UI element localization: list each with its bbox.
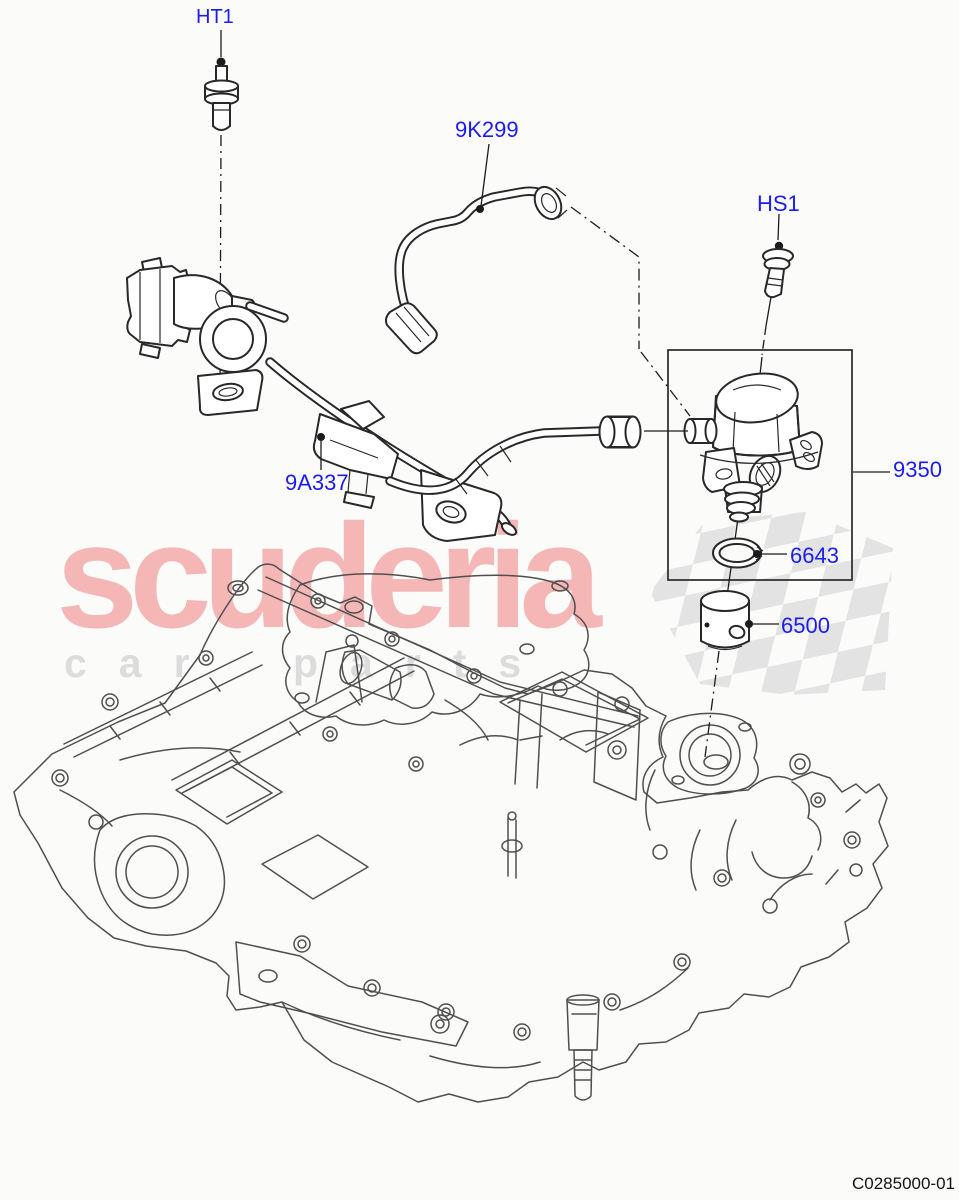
bolt-drawing bbox=[762, 241, 794, 299]
fuel-rail-drawing bbox=[126, 257, 642, 542]
label-ht1[interactable]: HT1 bbox=[196, 6, 234, 28]
label-6500[interactable]: 6500 bbox=[781, 613, 830, 638]
drawing-code: C0285000-01 bbox=[851, 1174, 955, 1193]
leader-lines-front bbox=[317, 143, 890, 628]
pump-drawing bbox=[683, 372, 823, 523]
stud-drawing bbox=[204, 57, 239, 131]
fuel-pipe-drawing bbox=[385, 185, 568, 355]
spacer-drawing bbox=[700, 590, 750, 651]
seal-drawing bbox=[712, 537, 764, 569]
label-hs1[interactable]: HS1 bbox=[757, 191, 800, 216]
engine-block-drawing bbox=[13, 563, 889, 1103]
watermark-subtitle: car parts bbox=[64, 640, 554, 686]
label-9350[interactable]: 9350 bbox=[893, 457, 942, 482]
label-6643[interactable]: 6643 bbox=[790, 543, 839, 568]
label-9k299[interactable]: 9K299 bbox=[455, 117, 519, 142]
watermark-checker-flag bbox=[650, 512, 893, 695]
label-9a337[interactable]: 9A337 bbox=[285, 470, 349, 495]
pump-detail-box bbox=[667, 349, 853, 581]
